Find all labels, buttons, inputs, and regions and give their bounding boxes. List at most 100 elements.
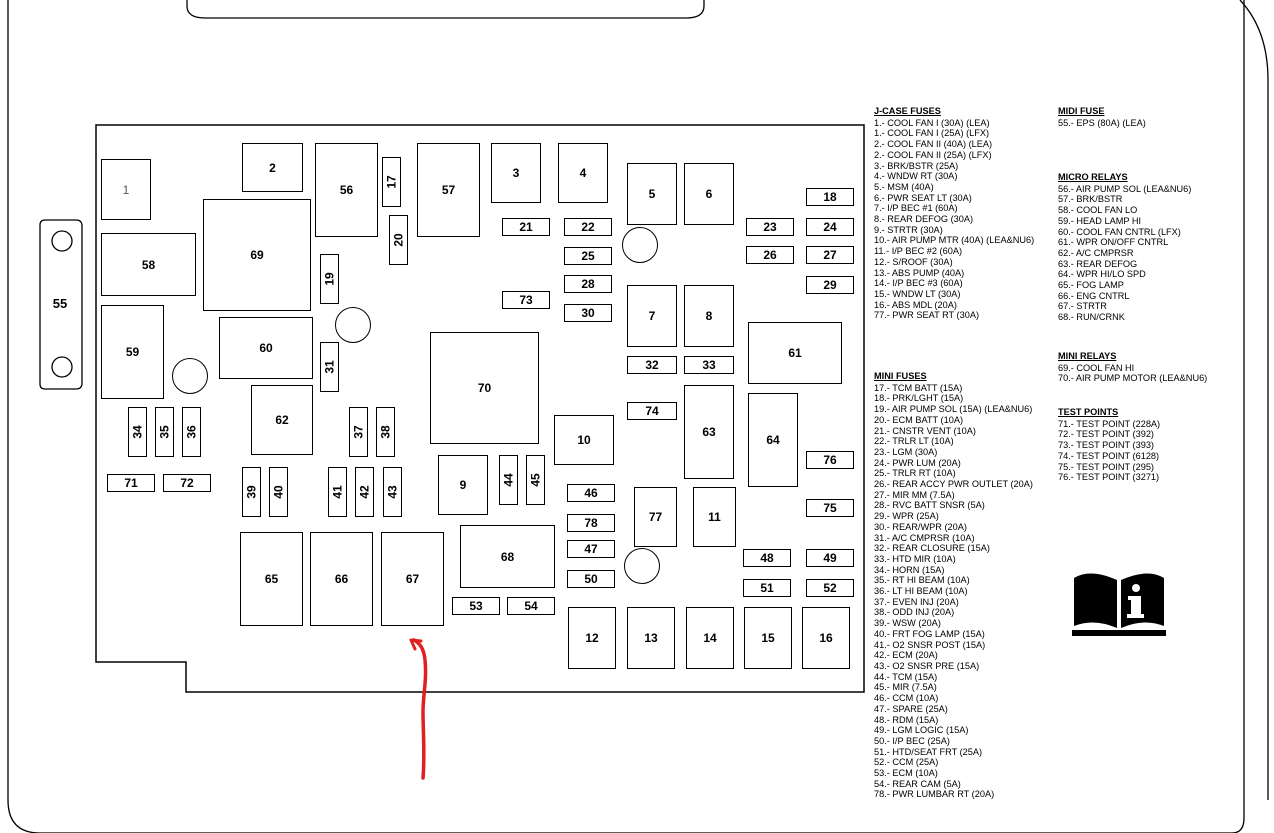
legend-entry: 54.- REAR CAM (5A) (874, 778, 961, 789)
fuse-number: 30 (581, 306, 595, 320)
fuse-number: 44 (501, 473, 516, 487)
fuse-box-50: 50 (567, 570, 615, 588)
legend-heading: MICRO RELAYS (1058, 172, 1128, 182)
fuse-number: 10 (577, 433, 591, 447)
fuse-box-1: 1 (101, 159, 151, 220)
fuse-number: 65 (264, 572, 279, 586)
legend-midi-fuse: MIDI FUSE 55.- EPS (80A) (LEA) (1058, 106, 1146, 128)
fuse-number: 61 (788, 346, 802, 360)
fuse-box-69: 69 (203, 199, 311, 311)
fuse-box-46: 46 (567, 484, 615, 502)
fuse-number: 11 (708, 510, 721, 524)
fuse-box-29: 29 (806, 276, 854, 294)
legend-entry: 12.- S/ROOF (30A) (874, 256, 953, 267)
fuse-number: 2 (269, 160, 276, 175)
annotation-arrow-head (409, 638, 423, 651)
fuse-box-47: 47 (567, 540, 615, 558)
legend-entry: 53.- ECM (10A) (874, 768, 938, 779)
legend-entry: 36.- LT HI BEAM (10A) (874, 586, 968, 597)
fuse-number: 31 (322, 360, 337, 374)
legend-entry: 41.- O2 SNSR POST (15A) (874, 639, 986, 650)
fuse-number: 36 (184, 425, 199, 439)
legend-entry: 72.- TEST POINT (392) (1058, 429, 1154, 440)
fuse-box-68: 68 (460, 525, 555, 588)
fuse-box-42: 42 (355, 467, 374, 517)
legend-mini-fuses: MINI FUSES 17.- TCM BATT (15A)18.- PRK/L… (874, 371, 1033, 800)
legend-entry: 11.- I/P BEC #2 (60A) (874, 246, 963, 257)
legend-entry: 45.- MIR (7.5A) (874, 682, 937, 693)
fuse-box-10: 10 (554, 415, 614, 465)
fuse-box-77: 77 (634, 487, 677, 547)
fuse-box-9: 9 (438, 455, 488, 515)
fuse-box-35: 35 (155, 407, 174, 457)
fuse-box-6: 6 (684, 163, 734, 225)
fuse-number: 28 (581, 277, 595, 291)
legend-entry: 39.- WSW (20A) (874, 618, 941, 629)
fuse-number: 33 (702, 358, 716, 372)
fuse-number: 63 (702, 425, 716, 439)
fuse-number: 3 (512, 166, 520, 180)
legend-entry: 6.- PWR SEAT LT (30A) (874, 192, 972, 203)
fuse-box-62: 62 (251, 385, 313, 455)
legend-entry: 55.- EPS (80A) (LEA) (1058, 117, 1146, 128)
fuse-box-23: 23 (746, 218, 794, 236)
legend-entry: 63.- REAR DEFOG (1058, 258, 1138, 269)
fuse-number: 32 (645, 358, 659, 372)
legend-entry: 71.- TEST POINT (228A) (1058, 418, 1161, 429)
fuse-box-58: 58 (101, 233, 196, 296)
fuse-number: 25 (581, 249, 595, 263)
fuse-box-75: 75 (806, 499, 854, 517)
fuse-number: 72 (180, 476, 194, 490)
legend-entry: 73.- TEST POINT (393) (1058, 440, 1154, 451)
legend-entry: 66.- ENG CNTRL (1058, 290, 1130, 301)
eps-fuse-connector (39, 219, 83, 390)
fuse-box-66: 66 (310, 532, 373, 626)
legend-entry: 23.- LGM (30A) (874, 446, 938, 457)
legend-entry: 2.- COOL FAN II (40A) (LEA) (874, 139, 993, 150)
annotation-arrow (412, 638, 428, 780)
fuse-box-61: 61 (748, 322, 842, 384)
legend-entry: 74.- TEST POINT (6128) (1058, 450, 1160, 461)
fuse-number: 27 (823, 248, 837, 262)
legend-heading: TEST POINTS (1058, 407, 1119, 417)
legend-entry: 70.- AIR PUMP MOTOR (LEA&NU6) (1058, 373, 1208, 384)
fuse-number: 41 (330, 485, 345, 499)
legend-entry: 1.- COOL FAN I (25A) (LFX) (874, 128, 990, 139)
mounting-hole-4 (624, 548, 660, 584)
fuse-number: 45 (528, 473, 543, 487)
fuse-number: 5 (648, 187, 656, 201)
fuse-number: 14 (703, 631, 717, 645)
legend-entry: 47.- SPARE (25A) (874, 703, 948, 714)
fuse-box-4: 4 (558, 143, 608, 203)
fuse-box-15: 15 (744, 607, 792, 669)
fuse-number: 76 (823, 453, 837, 467)
connector-label-55: 55 (52, 295, 68, 311)
fuse-number: 73 (519, 293, 533, 307)
fuse-number: 58 (141, 257, 156, 272)
fuse-number: 8 (705, 309, 713, 323)
legend-heading: J-CASE FUSES (874, 106, 941, 116)
fuse-number: 38 (378, 425, 393, 439)
fuse-number: 75 (823, 501, 837, 515)
fuse-box-74: 74 (627, 402, 677, 420)
fuse-box-12: 12 (568, 607, 616, 669)
fuse-box-24: 24 (806, 218, 854, 236)
fuse-number: 24 (823, 220, 837, 234)
legend-entry: 19.- AIR PUMP SOL (15A) (LEA&NU6) (874, 404, 1033, 415)
legend-entry: 9.- STRTR (30A) (874, 224, 943, 235)
legend-entry: 5.- MSM (40A) (874, 181, 934, 192)
fuse-number: 18 (823, 190, 837, 204)
fuse-number: 78 (584, 516, 598, 530)
fuse-box-37: 37 (349, 407, 368, 457)
fuse-number: 68 (500, 549, 515, 564)
fuse-box-26: 26 (746, 246, 794, 264)
fuse-number: 47 (584, 542, 598, 556)
fuse-number: 57 (441, 183, 456, 197)
fuse-number: 62 (275, 413, 289, 427)
fuse-box-7: 7 (627, 285, 677, 347)
fuse-box-31: 31 (320, 342, 339, 392)
case-outline (7, 0, 1245, 833)
fuse-number: 52 (823, 581, 837, 595)
legend-entry: 49.- LGM LOGIC (15A) (874, 725, 969, 736)
